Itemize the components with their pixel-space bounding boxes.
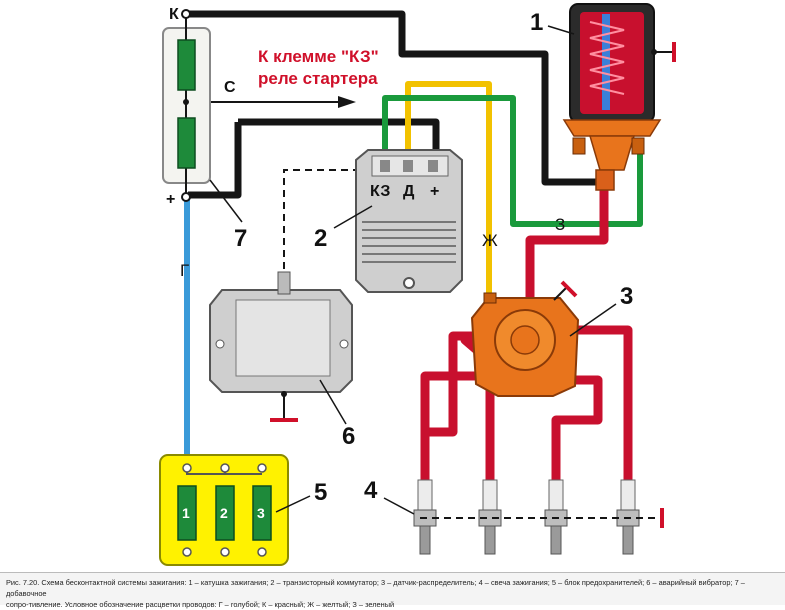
number-1: 1 (530, 9, 543, 36)
coil-terminal-right (631, 137, 645, 155)
wire-red-plug-4 (565, 325, 633, 482)
fuse-1 (177, 485, 197, 541)
fuse-2 (215, 485, 235, 541)
wire-letter-blue: Г (180, 261, 189, 280)
terminal-c (183, 99, 189, 105)
terminal-k-label: К (169, 6, 179, 23)
number-7: 7 (234, 225, 247, 252)
wire-letter-yellow: Ж (482, 231, 498, 250)
additional-resistor (162, 9, 211, 202)
number-3: 3 (620, 283, 633, 310)
annotation-line-1: К клемме "КЗ" (258, 47, 379, 66)
commutator-terminal-plus: + (430, 183, 439, 200)
wire-red-plug-3 (551, 375, 603, 482)
number-2: 2 (314, 225, 327, 252)
wire-red-left-loop (425, 331, 490, 437)
terminal-k (181, 9, 191, 19)
spark-plug-4 (616, 479, 640, 555)
arrow-head-icon (338, 96, 356, 108)
wire-letter-green: З (555, 215, 565, 234)
wire-dashed-vibrator (283, 169, 372, 272)
number-5: 5 (314, 479, 327, 506)
number-6: 6 (342, 423, 355, 450)
fuse-3-label: 3 (257, 505, 265, 521)
ignition-coil (562, 3, 672, 191)
wire-black-c-to-commutator (188, 122, 242, 199)
emergency-vibrator (209, 271, 353, 418)
commutator-fins (362, 221, 456, 263)
fuse-2-label: 2 (220, 505, 228, 521)
transistor-commutator (355, 149, 463, 293)
commutator-terminal-kz: КЗ (370, 183, 390, 200)
distributor-terminal (483, 292, 497, 304)
spark-plug-2 (478, 479, 502, 555)
resistor-element-top (177, 39, 196, 91)
wire-yellow (405, 81, 492, 298)
wire-black-k-to-coil (186, 10, 600, 186)
commutator-terminal-d: Д (403, 183, 415, 200)
annotation-line-2: реле стартера (258, 69, 378, 88)
fuse-1-label: 1 (182, 505, 190, 521)
coil-terminal-left (572, 137, 586, 155)
wire-green (382, 95, 643, 227)
caption-line-1: Рис. 7.20. Схема бесконтактной системы з… (6, 578, 745, 598)
fuse-block (159, 454, 289, 566)
mount-hole (403, 277, 415, 289)
spark-plug-1 (413, 479, 437, 555)
terminal-c-label: С (224, 79, 236, 96)
fuse-3 (252, 485, 272, 541)
figure-caption: Рис. 7.20. Схема бесконтактной системы з… (0, 572, 785, 609)
number-4: 4 (364, 477, 378, 504)
spark-plug-3 (544, 479, 568, 555)
terminal-plus (181, 192, 191, 202)
resistor-element-bottom (177, 117, 196, 169)
distributor (470, 285, 580, 397)
ground-symbol-icon (560, 280, 578, 298)
wire-red-coil-to-distributor (525, 190, 609, 300)
terminal-plus-label: + (166, 191, 175, 208)
ignition-system-diagram: К С + К клемме "КЗ" реле стартера (159, 3, 676, 566)
